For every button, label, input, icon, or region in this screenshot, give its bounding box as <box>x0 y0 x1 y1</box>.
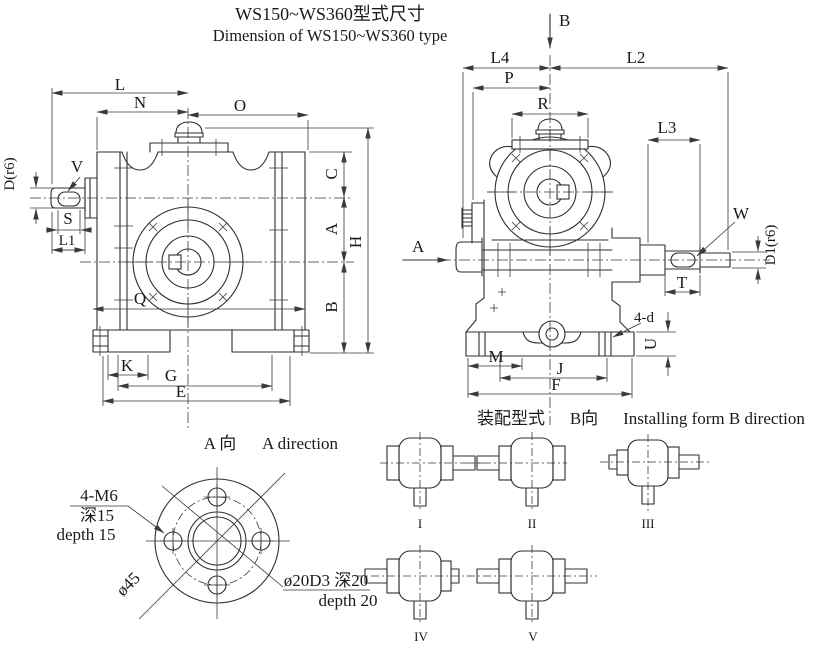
dim-label-M: M <box>488 347 503 366</box>
dim-label-S: S <box>63 209 72 228</box>
front-housing-outline <box>96 151 306 331</box>
dim-label-Q: Q <box>134 289 146 308</box>
dim-label-L4: L4 <box>491 48 510 67</box>
leader-W <box>696 221 736 257</box>
form-3-label: III <box>642 516 655 531</box>
dim-label-L: L <box>115 75 125 94</box>
install-label-cn: 装配型式 <box>477 409 545 428</box>
worm-shaft-front-cap <box>455 237 483 277</box>
leader-4d <box>612 322 642 338</box>
dim-label-F: F <box>551 375 560 394</box>
title-en: Dimension of WS150~WS360 type <box>213 26 448 45</box>
side-oil-cap <box>511 118 589 153</box>
flange-crosshair <box>146 467 290 619</box>
form-5-label: V <box>528 629 538 644</box>
dim-label-H: H <box>346 236 365 248</box>
front-oil-cap <box>149 121 229 156</box>
dim-label-D1: D1(r6) <box>763 225 779 266</box>
front-feet <box>92 326 310 356</box>
title-cn: WS150~WS360型式尺寸 <box>235 4 425 24</box>
dim-label-T: T <box>677 273 688 292</box>
flange-diagonals <box>138 472 286 620</box>
install-form-2: II <box>467 432 567 531</box>
a-view-label-cn: A 向 <box>204 434 237 453</box>
install-form-4: IV <box>355 545 470 644</box>
dim-label-U: U <box>641 338 660 350</box>
dim-label-D: D(r6) <box>2 157 18 190</box>
form-2-label: II <box>528 516 537 531</box>
callout-bore: ø20D3 深20 <box>284 571 369 590</box>
dim-label-N: N <box>134 93 146 112</box>
dim-label-L3: L3 <box>658 118 677 137</box>
dim-label-P: P <box>504 68 513 87</box>
view-label-B: B <box>559 11 570 30</box>
dim-label-W: W <box>733 204 750 223</box>
dim-label-L2: L2 <box>627 48 646 67</box>
side-view: B A L4 L2 P R L3 W D1(r6) T M J F U 4-d <box>402 11 779 425</box>
right-fin <box>586 145 611 178</box>
form-4-label: IV <box>414 629 428 644</box>
dim-label-4d: 4-d <box>634 310 654 326</box>
front-view: L N O C A H B Q K G E V S L1 D(r6) <box>2 75 374 430</box>
dim-label-G: G <box>165 366 177 385</box>
installing-forms: 装配型式 B向 Installing form B direction I II <box>355 409 805 644</box>
input-shaft-key <box>57 191 81 207</box>
callout-bore-depth: depth 20 <box>318 591 377 610</box>
dim-label-J: J <box>557 359 564 378</box>
install-form-3: III <box>600 434 710 531</box>
callout-depth-en: depth 15 <box>56 525 115 544</box>
front-centerlines <box>30 108 354 430</box>
callout-4M6: 4-M6 <box>80 486 118 505</box>
dim-label-K: K <box>121 356 134 375</box>
dim-label-L1: L1 <box>59 233 76 249</box>
a-view-label-en: A direction <box>262 434 339 453</box>
title: WS150~WS360型式尺寸 Dimension of WS150~WS360… <box>213 4 448 45</box>
front-side-ribs <box>119 151 283 331</box>
drain-boss <box>538 320 566 348</box>
oil-level-marks <box>490 288 506 312</box>
install-form-1: I <box>380 432 485 531</box>
left-fin <box>489 145 514 178</box>
install-label-dir: B向 <box>570 409 598 428</box>
a-direction-view: A 向 A direction 4-M6 深15 depth 15 ø45 ø2… <box>56 434 378 620</box>
callout-bolt-circle: ø45 <box>112 568 143 599</box>
dim-label-V: V <box>71 157 84 176</box>
view-label-A: A <box>412 237 425 256</box>
callout-depth-cn: 深15 <box>80 506 114 525</box>
form-1-label: I <box>418 516 422 531</box>
install-form-5: V <box>467 545 597 644</box>
leader-V <box>67 176 81 192</box>
install-label-en: Installing form B direction <box>623 409 805 428</box>
dim-label-R: R <box>537 94 549 113</box>
dim-label-E: E <box>176 382 186 401</box>
dim-label-C: C <box>322 168 341 179</box>
side-body <box>455 199 731 333</box>
leader-4M6 <box>127 505 165 534</box>
dim-label-B: B <box>322 301 341 312</box>
dim-label-A: A <box>322 222 341 235</box>
dim-label-O: O <box>234 96 246 115</box>
